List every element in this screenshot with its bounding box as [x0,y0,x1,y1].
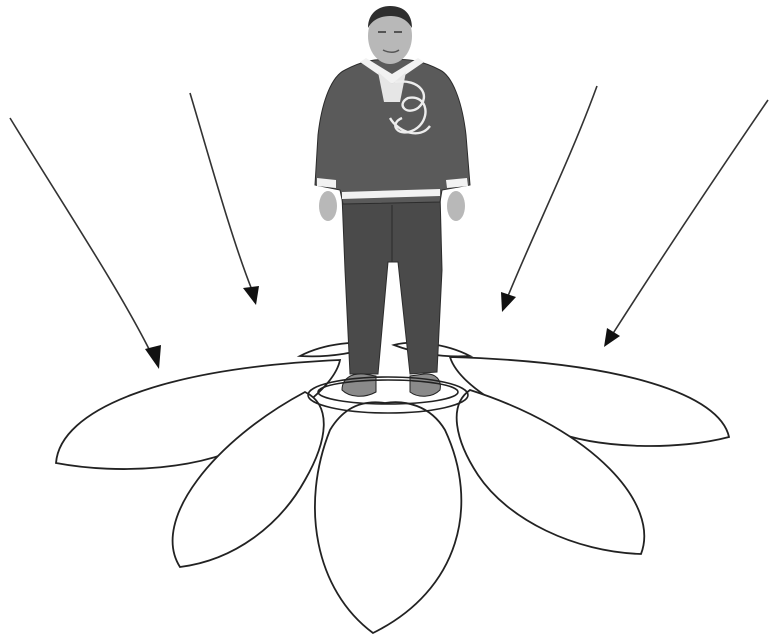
arrowhead-icon [501,292,516,312]
standing-person [315,6,470,396]
arrowhead-icon [145,345,161,369]
arrowhead-icon [604,328,620,347]
petal-front-center [315,402,461,633]
arrow-far-left [10,118,161,369]
person-right-hand [447,191,465,221]
arrowhead-icon [243,286,259,305]
arrow-inner-right [501,86,597,312]
back-petals [300,343,470,357]
arrow-inner-left [190,93,259,305]
side-petals [56,357,729,633]
person-left-hand [319,191,337,221]
arrow-far-right [604,100,768,347]
